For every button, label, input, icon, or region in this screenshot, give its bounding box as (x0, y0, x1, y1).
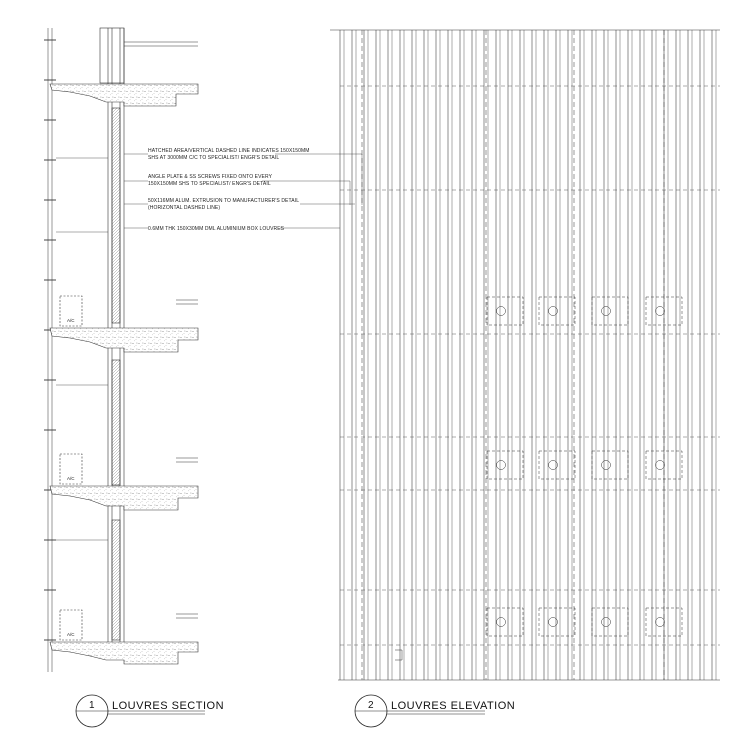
bolt (496, 460, 506, 470)
angle-plate (538, 450, 576, 480)
angle-plate (645, 450, 683, 480)
ac-label: A/C (67, 318, 75, 323)
angle-plate (486, 450, 524, 480)
bolt (601, 306, 611, 316)
note-line: 50X116MM ALUM. EXTRUSION TO MANUFACTURER… (148, 198, 299, 204)
angle-plate (591, 296, 629, 326)
section-title: LOUVRES SECTION (112, 700, 224, 712)
louvres-elevation-drawing (330, 29, 720, 681)
note-line: 150X150MM SHS TO SPECIALIST/ ENGR'S DETA… (148, 181, 271, 187)
bolt (548, 460, 558, 470)
section-notes: HATCHED AREA/VERTICAL DASHED LINE INDICA… (148, 148, 310, 232)
ac-label: A/C (67, 476, 75, 481)
angle-plate (591, 607, 629, 637)
note-line: 0.6MM THK 150X30MM DML ALUMINIUM BOX LOU… (148, 226, 285, 232)
note-line: HATCHED AREA/VERTICAL DASHED LINE INDICA… (148, 148, 310, 154)
angle-plate (591, 450, 629, 480)
bolt (655, 460, 665, 470)
angle-plate (645, 607, 683, 637)
bolt (548, 306, 558, 316)
elevation-title: LOUVRES ELEVATION (391, 700, 515, 712)
elevation-number: 2 (368, 700, 374, 711)
note-line: ANGLE PLATE & SS SCREWS FIXED ONTO EVERY (148, 174, 273, 180)
section-title-block: 1 LOUVRES SECTION (75, 694, 224, 728)
bolt (655, 617, 665, 627)
note-line: SHS AT 3000MM C/C TO SPECIALIST/ ENGR'S … (148, 155, 279, 161)
angle-plate (486, 296, 524, 326)
bolt (496, 306, 506, 316)
ac-label: A/C (67, 632, 75, 637)
bolt (601, 460, 611, 470)
angle-plate (538, 296, 576, 326)
bolt (601, 617, 611, 627)
angle-plate (645, 296, 683, 326)
louvres-section-drawing (44, 27, 363, 672)
note-line: (HORIZONTAL DASHED LINE) (148, 205, 220, 211)
section-number: 1 (89, 700, 95, 711)
bolt (548, 617, 558, 627)
bolt (655, 306, 665, 316)
bolt (496, 617, 506, 627)
angle-plate (486, 607, 524, 637)
elevation-title-block: 2 LOUVRES ELEVATION (354, 694, 515, 728)
angle-plate (538, 607, 576, 637)
